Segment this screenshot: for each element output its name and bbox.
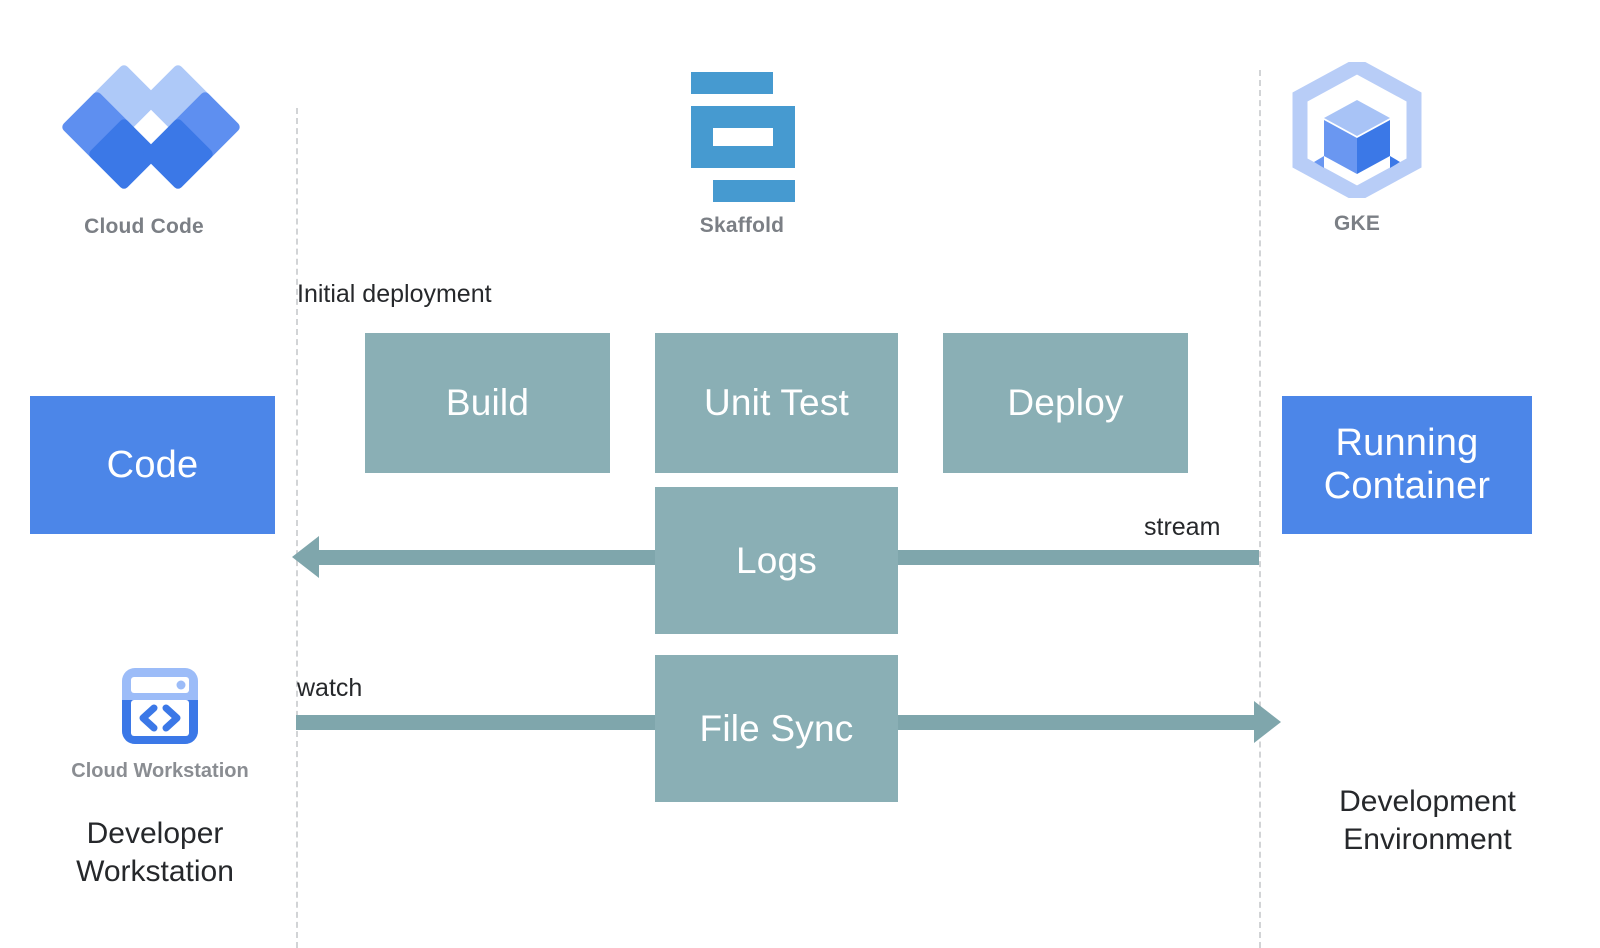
zone-label-development-environment: Development Environment — [1339, 785, 1516, 857]
product-label: GKE — [1333, 212, 1381, 235]
endpoint-code: Code — [30, 396, 275, 534]
flow-label-initial-deployment: Initial deployment — [297, 280, 492, 308]
product-cloud-code: Cloud Code — [24, 63, 264, 239]
stage-label: Unit Test — [703, 382, 850, 423]
zone-sub-label: Cloud Workstation — [71, 760, 249, 782]
endpoint-running-container: Running Container — [1282, 396, 1532, 534]
stage-deploy: Deploy — [943, 333, 1188, 473]
stage-label: Deploy — [1007, 382, 1124, 423]
lane-divider-left — [296, 108, 298, 948]
endpoint-label: Code — [106, 443, 199, 486]
zone-developer-workstation: Cloud Workstation — [35, 660, 285, 783]
product-label: Cloud Code — [84, 215, 204, 238]
stage-label: Logs — [735, 539, 818, 581]
cloud-code-icon — [60, 63, 242, 193]
gke-icon — [1292, 57, 1422, 203]
flow-label-stream: stream — [1144, 513, 1221, 541]
product-skaffold: Skaffold — [672, 66, 812, 238]
product-label: Skaffold — [699, 214, 785, 237]
arrow-watch-head-icon — [1254, 701, 1281, 743]
endpoint-label: Running Container — [1323, 422, 1491, 507]
arrow-stream-head-icon — [292, 536, 319, 578]
lane-divider-right — [1259, 70, 1261, 948]
stage-file-sync: File Sync — [655, 655, 898, 802]
stage-label: Build — [445, 382, 530, 423]
flow-label-watch: watch — [297, 674, 363, 702]
product-gke: GKE — [1292, 57, 1422, 236]
stage-build: Build — [365, 333, 610, 473]
stage-unit-test: Unit Test — [655, 333, 898, 473]
zone-label-developer-workstation: Developer Workstation — [76, 817, 234, 889]
skaffold-icon — [677, 66, 807, 202]
stage-label: File Sync — [699, 707, 854, 749]
cloud-workstation-icon — [114, 660, 206, 752]
stage-logs: Logs — [655, 487, 898, 634]
